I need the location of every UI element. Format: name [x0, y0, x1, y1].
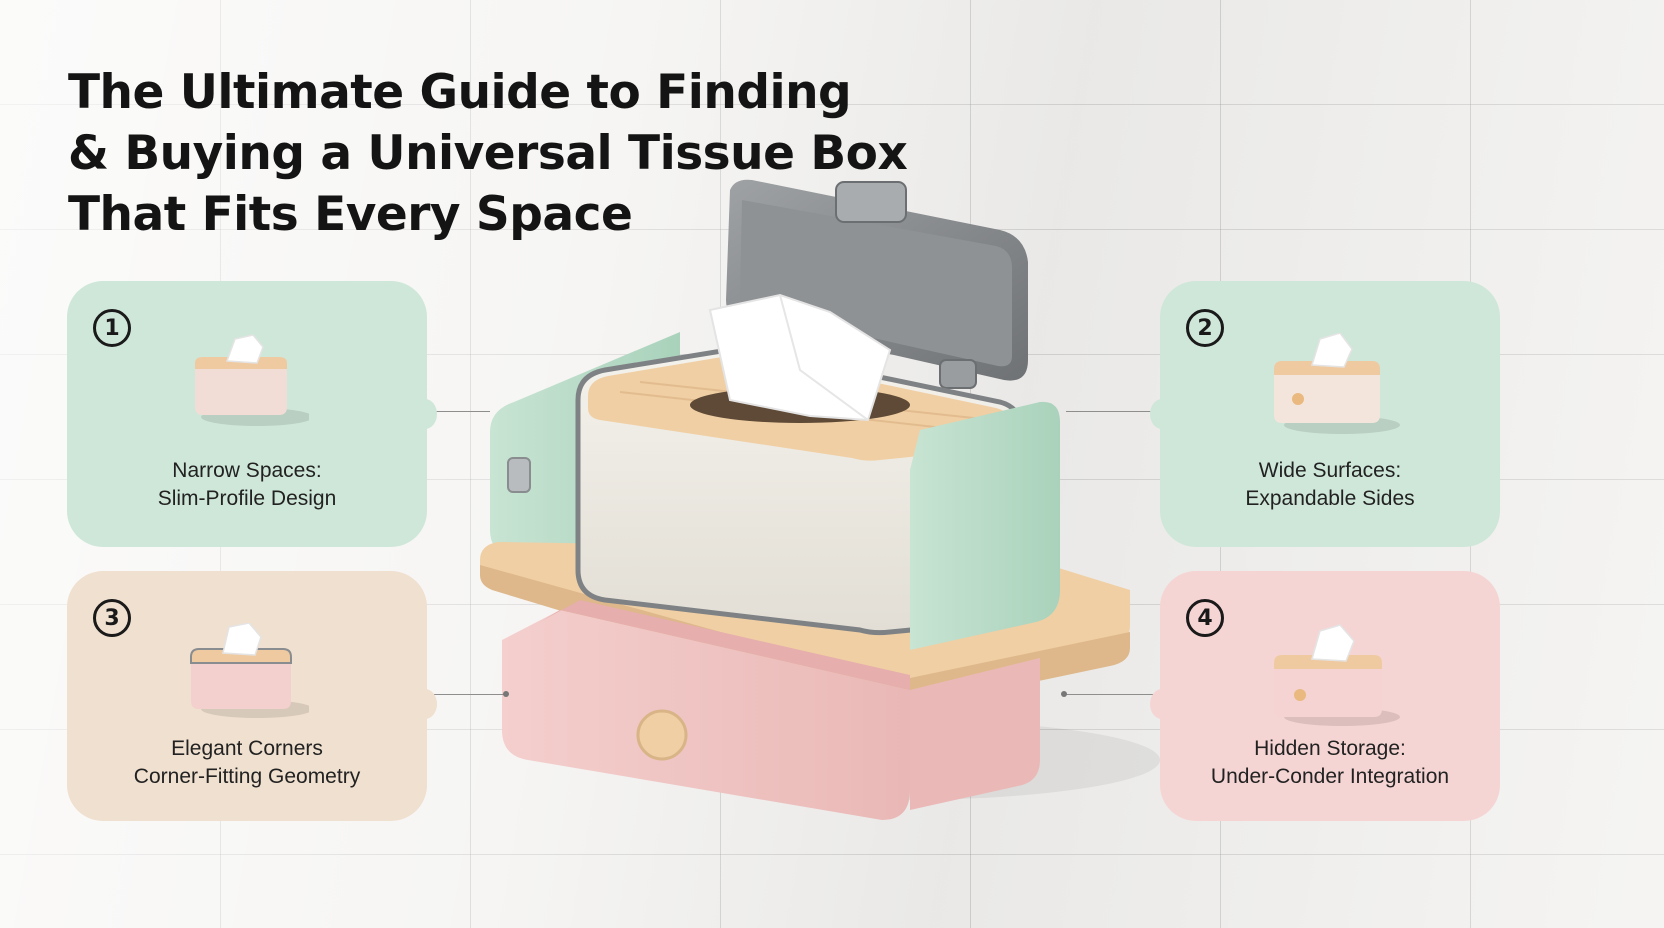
step-number-badge: 2 — [1186, 309, 1224, 347]
card-pointer — [413, 689, 437, 719]
card-caption: Elegant Corners Corner-Fitting Geometry — [67, 735, 427, 791]
feature-card-narrow-spaces: 1 Narrow Spaces: Slim-Profile Design — [67, 281, 437, 547]
wall-mounted-tissue-box-illustration — [480, 179, 1160, 820]
title-line-2: & Buying a Universal Tissue Box — [68, 126, 908, 181]
card-pointer — [413, 399, 437, 429]
card-pointer — [1150, 689, 1174, 719]
card-caption: Wide Surfaces: Expandable Sides — [1160, 457, 1500, 513]
feature-card-wide-surfaces: 2 Wide Surfaces: Expandable Sides — [1150, 281, 1500, 547]
card-caption-line-2: Expandable Sides — [1245, 487, 1415, 510]
feature-card-hidden-storage: 4 Hidden Storage: Under-Conder Integrati… — [1150, 571, 1500, 821]
step-number-badge: 3 — [93, 599, 131, 637]
feature-card-elegant-corners: 3 Elegant Corners Corner-Fitting Geometr… — [67, 571, 437, 821]
connector-line-2 — [1066, 408, 1161, 414]
title-line-3: That Fits Every Space — [68, 187, 633, 242]
card-caption-line-1: Narrow Spaces: — [172, 459, 322, 482]
card-caption: Hidden Storage: Under-Conder Integration — [1160, 735, 1500, 791]
step-number-badge: 1 — [93, 309, 131, 347]
tissue-box-icon — [190, 623, 309, 718]
card-caption-line-2: Slim-Profile Design — [157, 487, 337, 510]
card-caption: Narrow Spaces: Slim-Profile Design — [67, 457, 427, 513]
step-number-badge: 4 — [1186, 599, 1224, 637]
card-caption-line-1: Wide Surfaces: — [1258, 459, 1402, 482]
card-pointer — [1150, 399, 1174, 429]
tissue-box-icon — [195, 334, 309, 426]
card-caption-line-2: Corner-Fitting Geometry — [133, 765, 361, 788]
card-caption-line-1: Elegant Corners — [171, 737, 323, 760]
title-line-1: The Ultimate Guide to Finding — [68, 65, 852, 120]
page-title: The Ultimate Guide to Finding & Buying a… — [68, 62, 908, 245]
tissue-box-icon — [1274, 624, 1400, 726]
tissue-box-icon — [1274, 333, 1400, 434]
card-caption-line-2: Under-Conder Integration — [1210, 765, 1450, 788]
card-caption-line-1: Hidden Storage: — [1254, 737, 1406, 760]
connector-line-4 — [1061, 691, 1156, 697]
connector-line-3 — [420, 691, 509, 697]
